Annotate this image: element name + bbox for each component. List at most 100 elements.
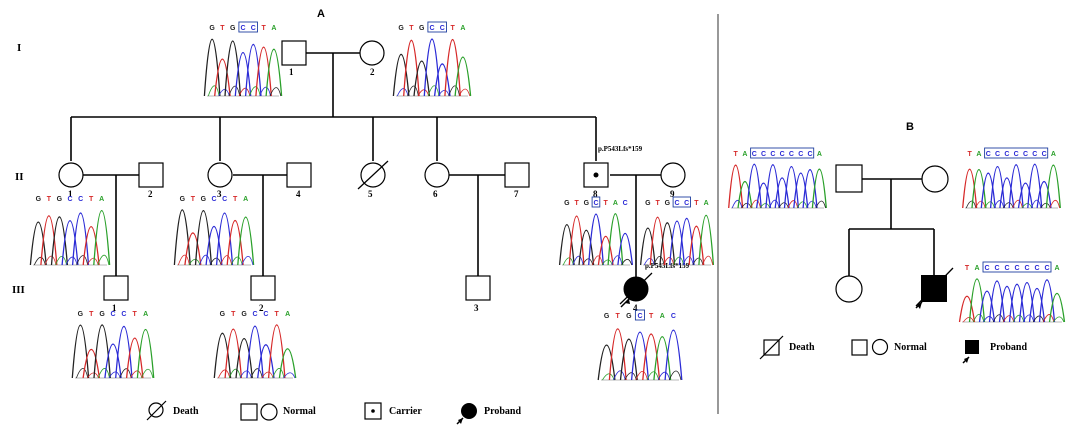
minor-peak xyxy=(269,87,282,97)
base-T: T xyxy=(275,311,280,318)
base-C: C xyxy=(684,200,689,207)
minor-peak xyxy=(44,255,57,266)
minor-peak xyxy=(272,368,285,379)
legend-b-proband-symbol xyxy=(962,340,979,364)
minor-peak xyxy=(1012,314,1025,323)
minor-peak xyxy=(228,368,241,379)
peak-A xyxy=(698,214,715,266)
minor-peak xyxy=(984,201,995,209)
panel-b-title: B xyxy=(906,121,914,133)
base-T: T xyxy=(965,265,970,272)
peak-A xyxy=(811,168,827,209)
legend-normal-circle xyxy=(260,403,278,421)
b-proband-deceased xyxy=(915,267,954,309)
peak-C xyxy=(1028,287,1046,323)
minor-peak xyxy=(778,202,789,209)
individual-ii8-carrier xyxy=(583,162,609,188)
base-A: A xyxy=(99,196,104,203)
legend-b-death-symbol xyxy=(759,335,784,360)
minor-peak xyxy=(796,201,808,209)
base-A: A xyxy=(742,151,747,158)
base-G: G xyxy=(78,311,84,318)
peak-A xyxy=(454,56,472,97)
base-C: C xyxy=(593,200,598,207)
base-G: G xyxy=(584,200,590,207)
label-ii6: 6 xyxy=(433,189,438,199)
minor-peak xyxy=(572,255,584,266)
minor-peak xyxy=(1049,199,1060,209)
minor-peak xyxy=(692,257,704,266)
label-ii5: 5 xyxy=(368,189,373,199)
base-C: C xyxy=(623,200,628,207)
base-A: A xyxy=(1054,265,1059,272)
peak-C xyxy=(793,172,809,209)
base-C: C xyxy=(263,311,268,318)
individual-iii2-male xyxy=(250,275,276,301)
base-C: C xyxy=(1042,151,1047,158)
minor-peak xyxy=(1032,315,1045,323)
label-iii2: 2 xyxy=(259,303,264,313)
base-T: T xyxy=(616,313,621,320)
minor-peak xyxy=(218,369,231,379)
individual-ii5-deceased xyxy=(357,160,389,190)
label-ii8: 8 xyxy=(593,189,598,199)
base-C: C xyxy=(986,151,991,158)
peak-G xyxy=(224,40,242,97)
peak-C xyxy=(980,172,996,209)
minor-peak xyxy=(1002,315,1015,323)
peak-G xyxy=(50,216,69,266)
peak-T xyxy=(255,46,272,97)
peak-C xyxy=(257,344,275,379)
base-G: G xyxy=(604,313,610,320)
minor-peak xyxy=(458,88,471,97)
variant-box xyxy=(750,147,815,159)
minor-peak xyxy=(1052,316,1065,323)
peak-T xyxy=(568,215,585,266)
legend-carrier-label: Carrier xyxy=(389,406,422,417)
minor-peak xyxy=(97,368,110,379)
minor-peak xyxy=(427,85,440,97)
peak-C xyxy=(999,177,1015,209)
label-i2: 2 xyxy=(370,67,375,77)
base-G: G xyxy=(241,311,247,318)
peak-C xyxy=(664,329,683,381)
minor-peak xyxy=(668,370,682,381)
peak-C xyxy=(1018,282,1036,323)
base-C: C xyxy=(67,196,72,203)
minor-peak xyxy=(188,258,201,266)
base-T: T xyxy=(409,25,414,32)
base-G: G xyxy=(626,313,632,320)
peak-C xyxy=(988,280,1006,323)
individual-ii6-female xyxy=(424,162,450,188)
base-T: T xyxy=(261,25,266,32)
minor-peak xyxy=(238,87,251,97)
minor-peak xyxy=(283,372,296,379)
base-T: T xyxy=(89,311,94,318)
minor-peak xyxy=(1003,202,1014,209)
peak-T xyxy=(642,333,661,381)
base-C: C xyxy=(429,25,434,32)
legend-b-death-label: Death xyxy=(789,342,815,353)
base-A: A xyxy=(143,311,148,318)
variant-box xyxy=(634,309,645,321)
label-ii4: 4 xyxy=(296,189,301,199)
minor-peak xyxy=(682,256,694,266)
base-C: C xyxy=(1044,265,1049,272)
minor-peak xyxy=(562,257,574,266)
legend-death-symbol xyxy=(146,400,167,421)
minor-peak xyxy=(141,368,154,379)
minor-peak xyxy=(65,256,78,266)
peak-A xyxy=(136,328,155,379)
base-C: C xyxy=(1014,265,1019,272)
minor-peak xyxy=(643,257,655,266)
base-T: T xyxy=(220,25,225,32)
b-sister-female xyxy=(835,275,863,303)
b-mother-female xyxy=(921,165,949,193)
base-G: G xyxy=(230,25,236,32)
legend-carrier-symbol xyxy=(364,402,382,420)
